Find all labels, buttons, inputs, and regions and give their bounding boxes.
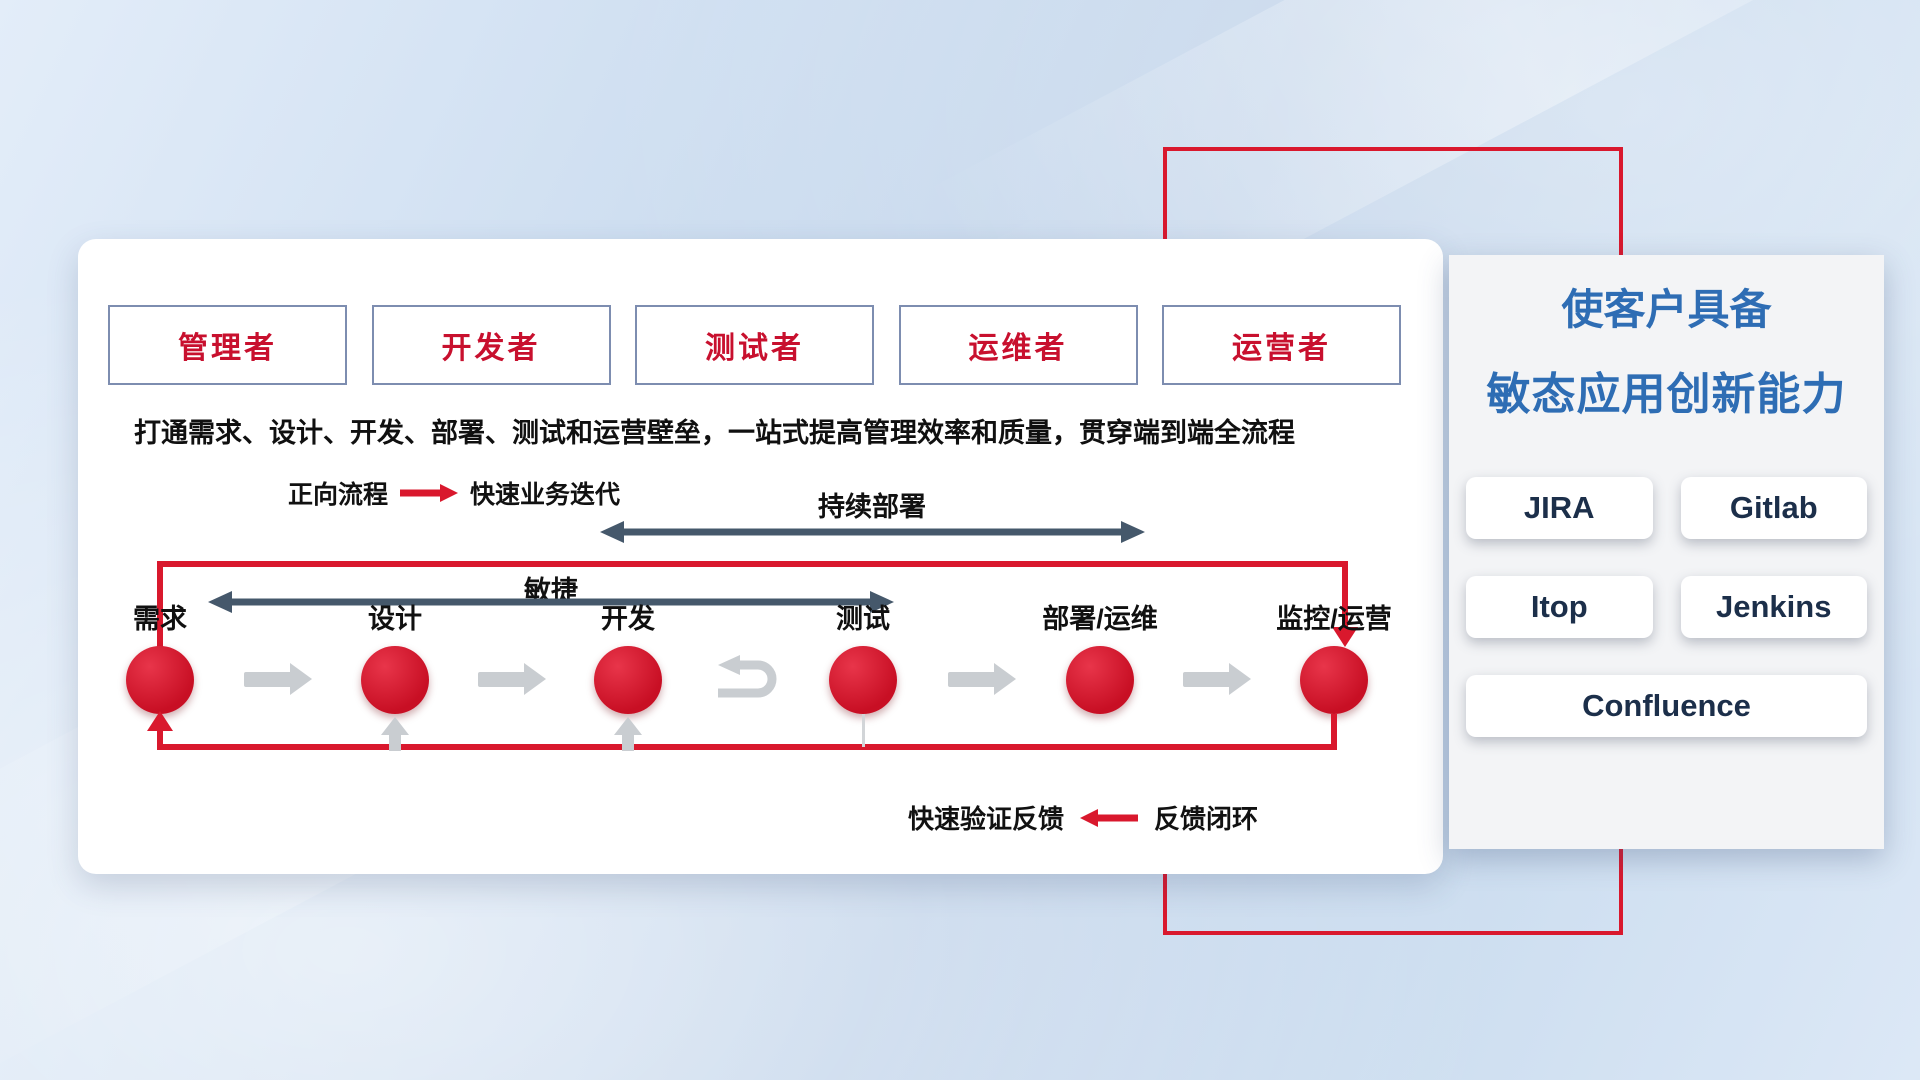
node-label-deploy-ops: 部署/运维	[1042, 604, 1158, 634]
capability-title-line1: 使客户具备	[1561, 286, 1772, 333]
iteration-loop-icon	[718, 655, 777, 698]
feedback-line-right-vertical	[1331, 714, 1337, 750]
node-label-develop: 开发	[601, 604, 655, 634]
role-label: 管理者	[178, 332, 277, 365]
tool-card-jira: JIRA	[1466, 477, 1653, 539]
continuous-deploy-label: 持续部署	[818, 492, 926, 522]
forward-line-right-vertical	[1342, 561, 1348, 627]
right-arrow-icon	[400, 484, 459, 502]
role-box-manager: 管理者	[108, 305, 347, 385]
capability-panel: 使客户具备 敏态应用创新能力 JIRA Gitlab Itop Jenkins …	[1449, 255, 1884, 849]
node-circle-monitor-operate	[1300, 646, 1368, 714]
tool-card-jenkins: Jenkins	[1680, 576, 1867, 638]
tool-card-gitlab: Gitlab	[1680, 477, 1867, 539]
role-label: 测试者	[705, 332, 804, 365]
tool-card-itop: Itop	[1466, 576, 1653, 638]
role-box-row: 管理者 开发者 测试者 运维者 运营者	[108, 305, 1401, 385]
node-circle-requirements	[126, 646, 194, 714]
role-box-operator: 运营者	[1162, 305, 1401, 385]
forward-flow-desc: 快速业务迭代	[470, 481, 621, 509]
flow-arrow-icon	[244, 663, 312, 695]
left-arrow-icon	[1080, 808, 1139, 827]
node-circle-develop	[594, 646, 662, 714]
flow-arrow-icon	[478, 663, 546, 695]
role-box-ops: 运维者	[898, 305, 1138, 385]
role-label: 运维者	[968, 332, 1068, 365]
double-arrow-icon	[208, 591, 894, 613]
capability-title: 使客户具备 敏态应用创新能力	[1449, 255, 1884, 417]
feedback-line-left-vertical	[157, 729, 163, 750]
flow-arrow-icon	[948, 663, 1016, 695]
node-circle-deploy-ops	[1066, 646, 1134, 714]
forward-line-left-vertical	[157, 561, 163, 647]
flow-arrow-icon	[1183, 663, 1251, 695]
node-circle-design	[361, 646, 429, 714]
node-circle-test	[829, 646, 897, 714]
feedback-connector-line	[862, 714, 865, 747]
role-label: 开发者	[441, 332, 541, 365]
feedback-label: 反馈闭环	[1154, 804, 1259, 834]
double-arrow-icon	[600, 521, 1145, 543]
node-label-test: 测试	[836, 604, 890, 634]
tool-card-confluence: Confluence	[1466, 675, 1867, 737]
forward-flow-label: 正向流程	[288, 481, 389, 509]
feedback-arrowhead-up	[147, 711, 173, 731]
forward-line-horizontal	[157, 561, 1348, 567]
feedback-legend: 快速验证反馈 反馈闭环	[908, 799, 1258, 836]
tool-grid: JIRA Gitlab Itop Jenkins Confluence	[1466, 477, 1867, 737]
role-box-developer: 开发者	[371, 305, 611, 385]
feedback-desc: 快速验证反馈	[908, 804, 1065, 834]
node-label-requirements: 需求	[133, 604, 187, 634]
role-label: 运营者	[1232, 332, 1331, 365]
up-arrow-icon	[381, 717, 409, 751]
role-box-tester: 测试者	[635, 305, 874, 385]
forward-flow-legend: 正向流程 快速业务迭代	[288, 475, 620, 511]
feedback-line-horizontal	[157, 744, 1337, 750]
forward-arrowhead-down	[1332, 627, 1358, 647]
node-label-design: 设计	[368, 604, 422, 634]
up-arrow-icon	[614, 717, 642, 751]
panel-description: 打通需求、设计、开发、部署、测试和运营壁垒，一站式提高管理效率和质量，贯穿端到端…	[134, 418, 1295, 448]
capability-title-line2: 敏态应用创新能力	[1486, 370, 1847, 419]
node-label-monitor-operate: 监控/运营	[1276, 604, 1392, 634]
devops-flow-panel: 管理者 开发者 测试者 运维者 运营者 打通需求、设计、开发、部署、测试和运营壁…	[78, 239, 1443, 874]
